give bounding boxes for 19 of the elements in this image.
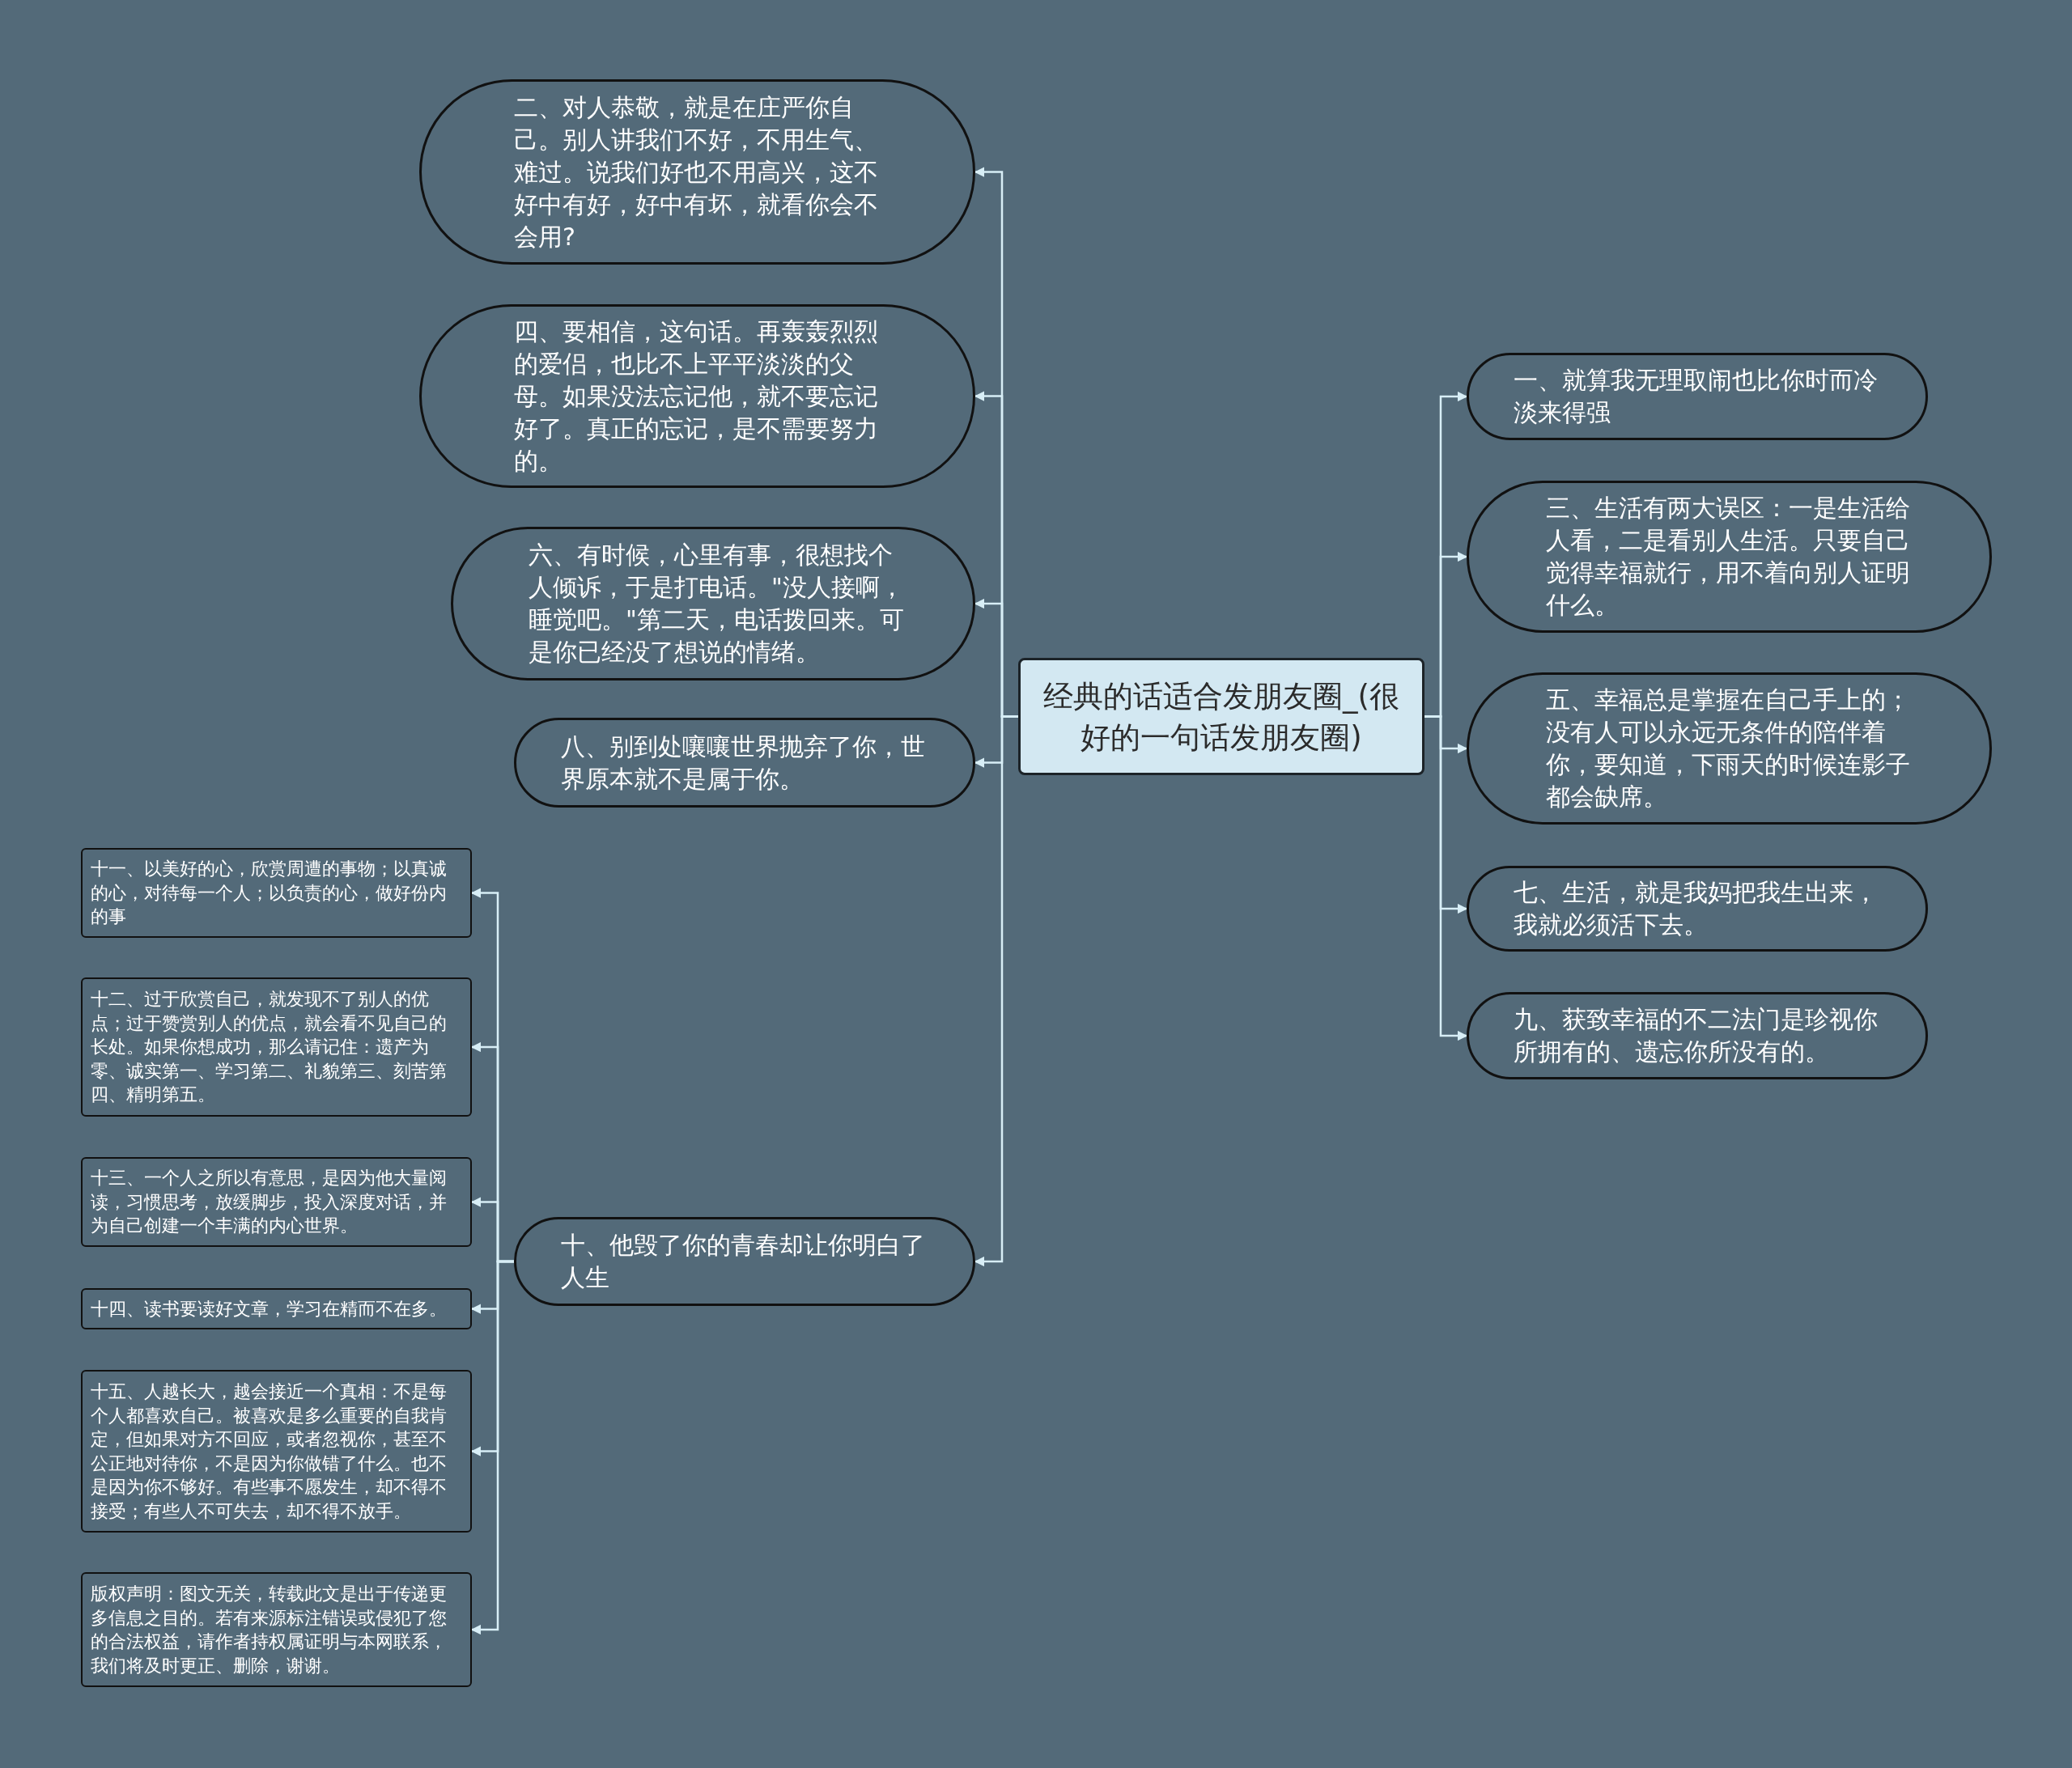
note-card: 十一、以美好的心，欣赏周遭的事物；以真诚的心，对待每一个人；以负责的心，做好份内的事 [81, 848, 472, 938]
topic-pill: 二、对人恭敬，就是在庄严你自己。别人讲我们不好，不用生气、难过。说我们好也不用高兴，这不好中有好，好中有坏，就看你会不会用? [419, 79, 975, 265]
connector-arrow [1424, 715, 1468, 1041]
topic-pill: 七、生活，就是我妈把我生出来，我就必须活下去。 [1467, 866, 1928, 952]
note-card: 十五、人越长大，越会接近一个真相：不是每个人都喜欢自己。被喜欢是多么重要的自我肯定，但如果对方不回应，或者忽视你，甚至不公正地对待你，不是因为你做错了什么。也不是因为你不够好。有些事不愿发生，却不得不接受；有些人不可失去，却不得不放手。 [81, 1370, 472, 1533]
note-card: 十四、读书要读好文章，学习在精而不在多。 [81, 1288, 472, 1329]
topic-pill: 六、有时候，心里有事，很想找个人倾诉，于是打电话。"没人接啊，睡觉吧。"第二天，电话拨回来。可是你已经没了想说的情绪。 [451, 527, 975, 680]
topic-pill: 十、他毁了你的青春却让你明白了人生 [514, 1217, 975, 1306]
topic-pill: 九、获致幸福的不二法门是珍视你所拥有的、遗忘你所没有的。 [1467, 992, 1928, 1079]
topic-pill: 一、就算我无理取闹也比你时而冷淡来得强 [1467, 353, 1928, 440]
connector-arrow [470, 1260, 514, 1635]
topic-pill: 三、生活有两大误区：一是生活给人看，二是看别人生活。只要自己觉得幸福就行，用不着向别人证明什么。 [1467, 481, 1992, 633]
central-topic-box: 经典的话适合发朋友圈_(很好的一句话发朋友圈) [1018, 658, 1424, 775]
note-card: 十三、一个人之所以有意思，是因为他大量阅读，习惯思考，放缓脚步，投入深度对话，并为自己创建一个丰满的内心世界。 [81, 1157, 472, 1247]
topic-pill: 五、幸福总是掌握在自己手上的；没有人可以永远无条件的陪伴着你，要知道，下雨天的时候连影子都会缺席。 [1467, 672, 1992, 825]
note-card: 十二、过于欣赏自己，就发现不了别人的优点；过于赞赏别人的优点，就会看不见自己的长处。如果你想成功，那么请记住：遗产为零、诚实第一、学习第二、礼貌第三、刻苦第四、精明第五。 [81, 977, 472, 1117]
note-card: 版权声明：图文无关，转载此文是出于传递更多信息之目的。若有来源标注错误或侵犯了您的合法权益，请作者持权属证明与本网联系，我们将及时更正、删除，谢谢。 [81, 1572, 472, 1687]
topic-pill: 八、别到处嚷嚷世界抛弃了你，世界原本就不是属于你。 [514, 718, 975, 808]
topic-pill: 四、要相信，这句话。再轰轰烈烈的爱侣，也比不上平平淡淡的父母。如果没法忘记他，就不要忘记好了。真正的忘记，是不需要努力的。 [419, 304, 975, 488]
